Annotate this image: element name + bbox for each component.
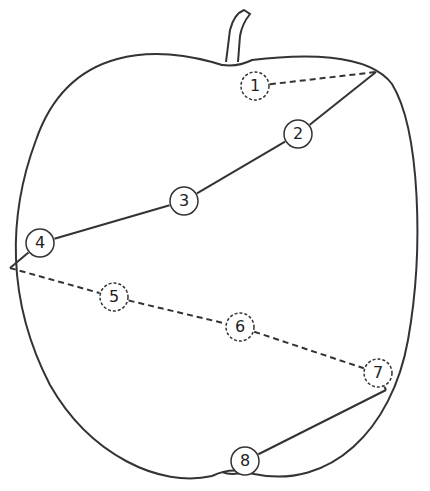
path-segment xyxy=(129,300,226,323)
path-segment xyxy=(270,72,376,125)
callout-circle: 1 xyxy=(240,71,270,101)
path-segment xyxy=(10,253,100,293)
path-segment xyxy=(54,205,169,239)
callout-number: 2 xyxy=(293,126,303,142)
callout-circle: 3 xyxy=(169,186,199,216)
path-segment xyxy=(197,142,285,194)
apple-body xyxy=(16,54,418,478)
callout-number: 4 xyxy=(35,235,45,251)
apple-stem xyxy=(226,10,250,62)
callout-number: 8 xyxy=(240,453,250,469)
callout-circle: 6 xyxy=(225,312,255,342)
callout-circle: 2 xyxy=(283,119,313,149)
callout-number: 6 xyxy=(235,319,245,335)
callout-number: 1 xyxy=(250,78,260,94)
path-segment xyxy=(258,387,386,455)
callout-circle: 8 xyxy=(230,446,260,476)
callout-number: 7 xyxy=(373,365,383,381)
callout-circle: 4 xyxy=(25,228,55,258)
callout-number: 5 xyxy=(109,289,119,305)
callout-number: 3 xyxy=(179,193,189,209)
path-segment xyxy=(254,332,364,369)
callout-circle: 5 xyxy=(99,282,129,312)
callout-circle: 7 xyxy=(363,358,393,388)
